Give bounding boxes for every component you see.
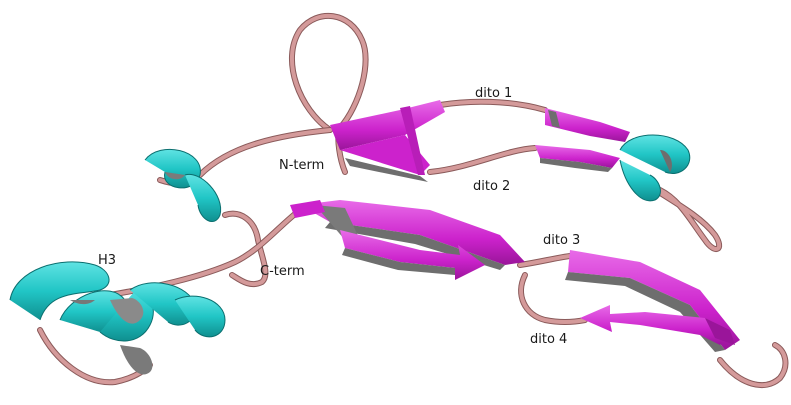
label-dito-3: dito 3 [543, 233, 580, 248]
label-dito-1: dito 1 [475, 86, 512, 101]
label-dito-4: dito 4 [530, 332, 567, 347]
label-c-term: C-term [260, 264, 305, 279]
helix-upper-left [145, 149, 221, 221]
strands [290, 100, 740, 352]
label-dito-2: dito 2 [473, 179, 510, 194]
label-h3: H3 [98, 253, 116, 268]
label-n-term: N-term [279, 158, 324, 173]
h3-to-sheet-coil [110, 210, 300, 295]
helix-upper-right [620, 135, 690, 201]
